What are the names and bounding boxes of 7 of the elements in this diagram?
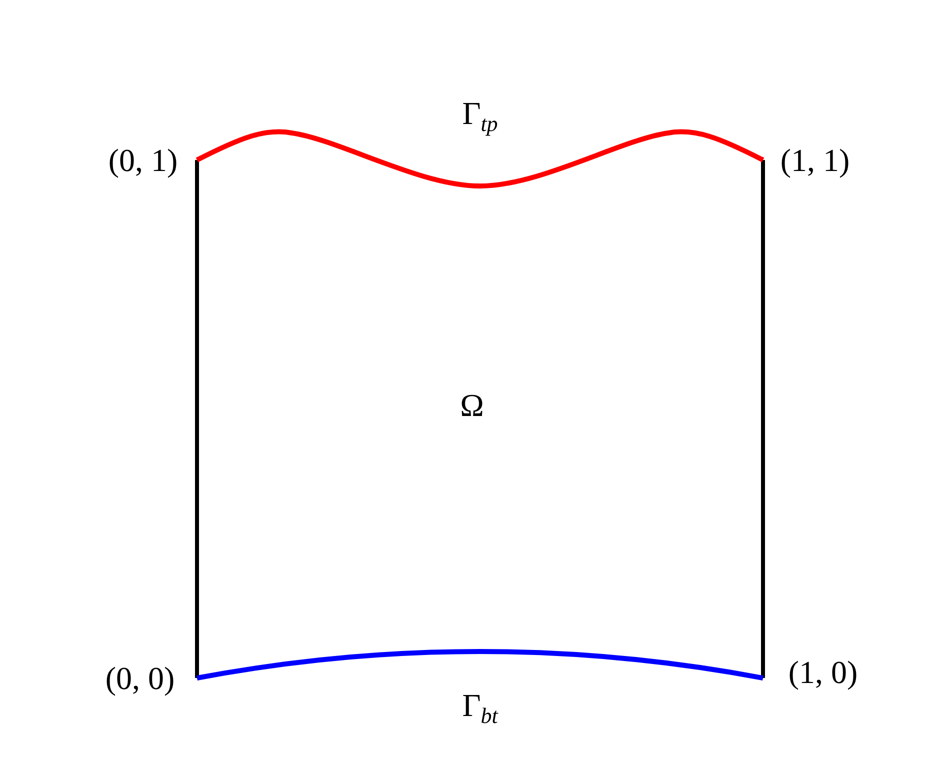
corner-coordinate: (0, 0)	[105, 662, 175, 694]
corner-coordinate: (1, 1)	[780, 144, 850, 176]
domain-label: Ω	[460, 389, 484, 421]
boundary-label: Γ$_{tp}$	[462, 96, 498, 136]
corner-coordinate: (0, 1)	[108, 144, 178, 176]
boundary-label: Γ$_{bt}$	[462, 688, 498, 728]
corner-coordinate: (1, 0)	[788, 656, 858, 688]
